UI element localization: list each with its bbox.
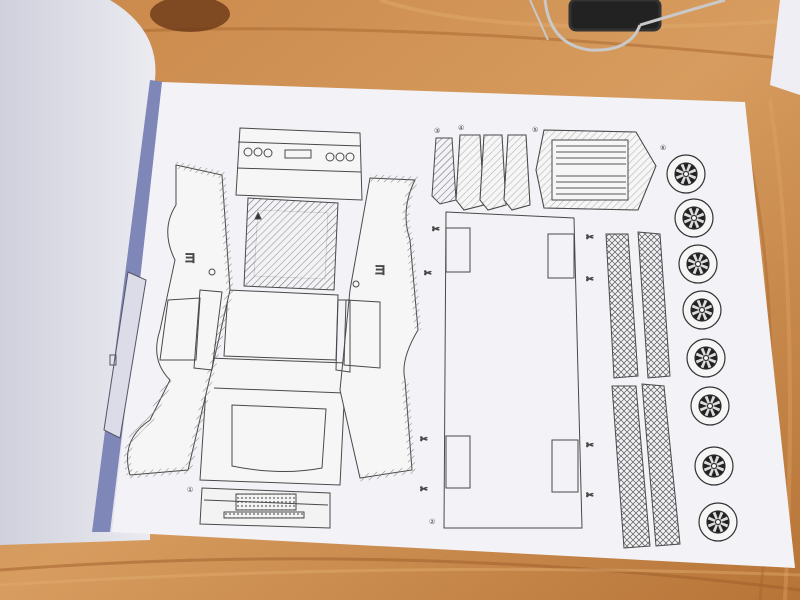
vent-panel: [535, 129, 657, 211]
scissors-icon: ✂: [420, 435, 428, 445]
car-side-panel-left: ヨ: [124, 161, 234, 479]
car-body-net: ▲: [199, 127, 363, 529]
part-number: ⑤: [532, 126, 538, 134]
wheel-icon: [686, 338, 726, 378]
part-number: ④: [458, 124, 464, 132]
scissors-icon: ✂: [586, 441, 594, 451]
wheel-icon: [674, 198, 714, 238]
wheel-icon: [698, 502, 738, 542]
scissors-icon: ✂: [586, 491, 594, 501]
scissors-icon: ✂: [424, 269, 432, 279]
scissors-icon: ✂: [586, 275, 594, 285]
logo-mark: ヨ: [374, 263, 386, 277]
wheel-icon: [678, 244, 718, 284]
wheel-icon: [694, 446, 734, 486]
wheel-icon: [682, 290, 722, 330]
part-number: ②: [429, 518, 435, 526]
part-number: ③: [434, 127, 440, 135]
partial-part-left: [103, 271, 147, 439]
logo-mark: ヨ: [184, 251, 196, 265]
floor-panel: ✂ ✂ ✂ ✂ ✂ ✂ ✂ ✂: [420, 211, 595, 529]
arrow-marker: ▲: [255, 211, 262, 220]
part-numbers: ① ② ③ ④ ⑤ ⑥: [187, 124, 666, 526]
part-number: ①: [187, 486, 193, 494]
paper-sheet-corner: [770, 0, 800, 95]
scissors-icon: ✂: [420, 485, 428, 495]
eyeglasses-icon: [529, 0, 726, 52]
car-side-panel-right: ヨ: [335, 174, 422, 482]
part-number: ⑥: [660, 144, 666, 152]
wheel-icon: [690, 386, 730, 426]
scissors-icon: ✂: [586, 233, 594, 243]
tab-strips: [431, 134, 531, 211]
wheels-column: [666, 154, 738, 542]
wheel-strips: [605, 231, 681, 549]
wheel-icon: [666, 154, 706, 194]
scissors-icon: ✂: [432, 225, 440, 235]
